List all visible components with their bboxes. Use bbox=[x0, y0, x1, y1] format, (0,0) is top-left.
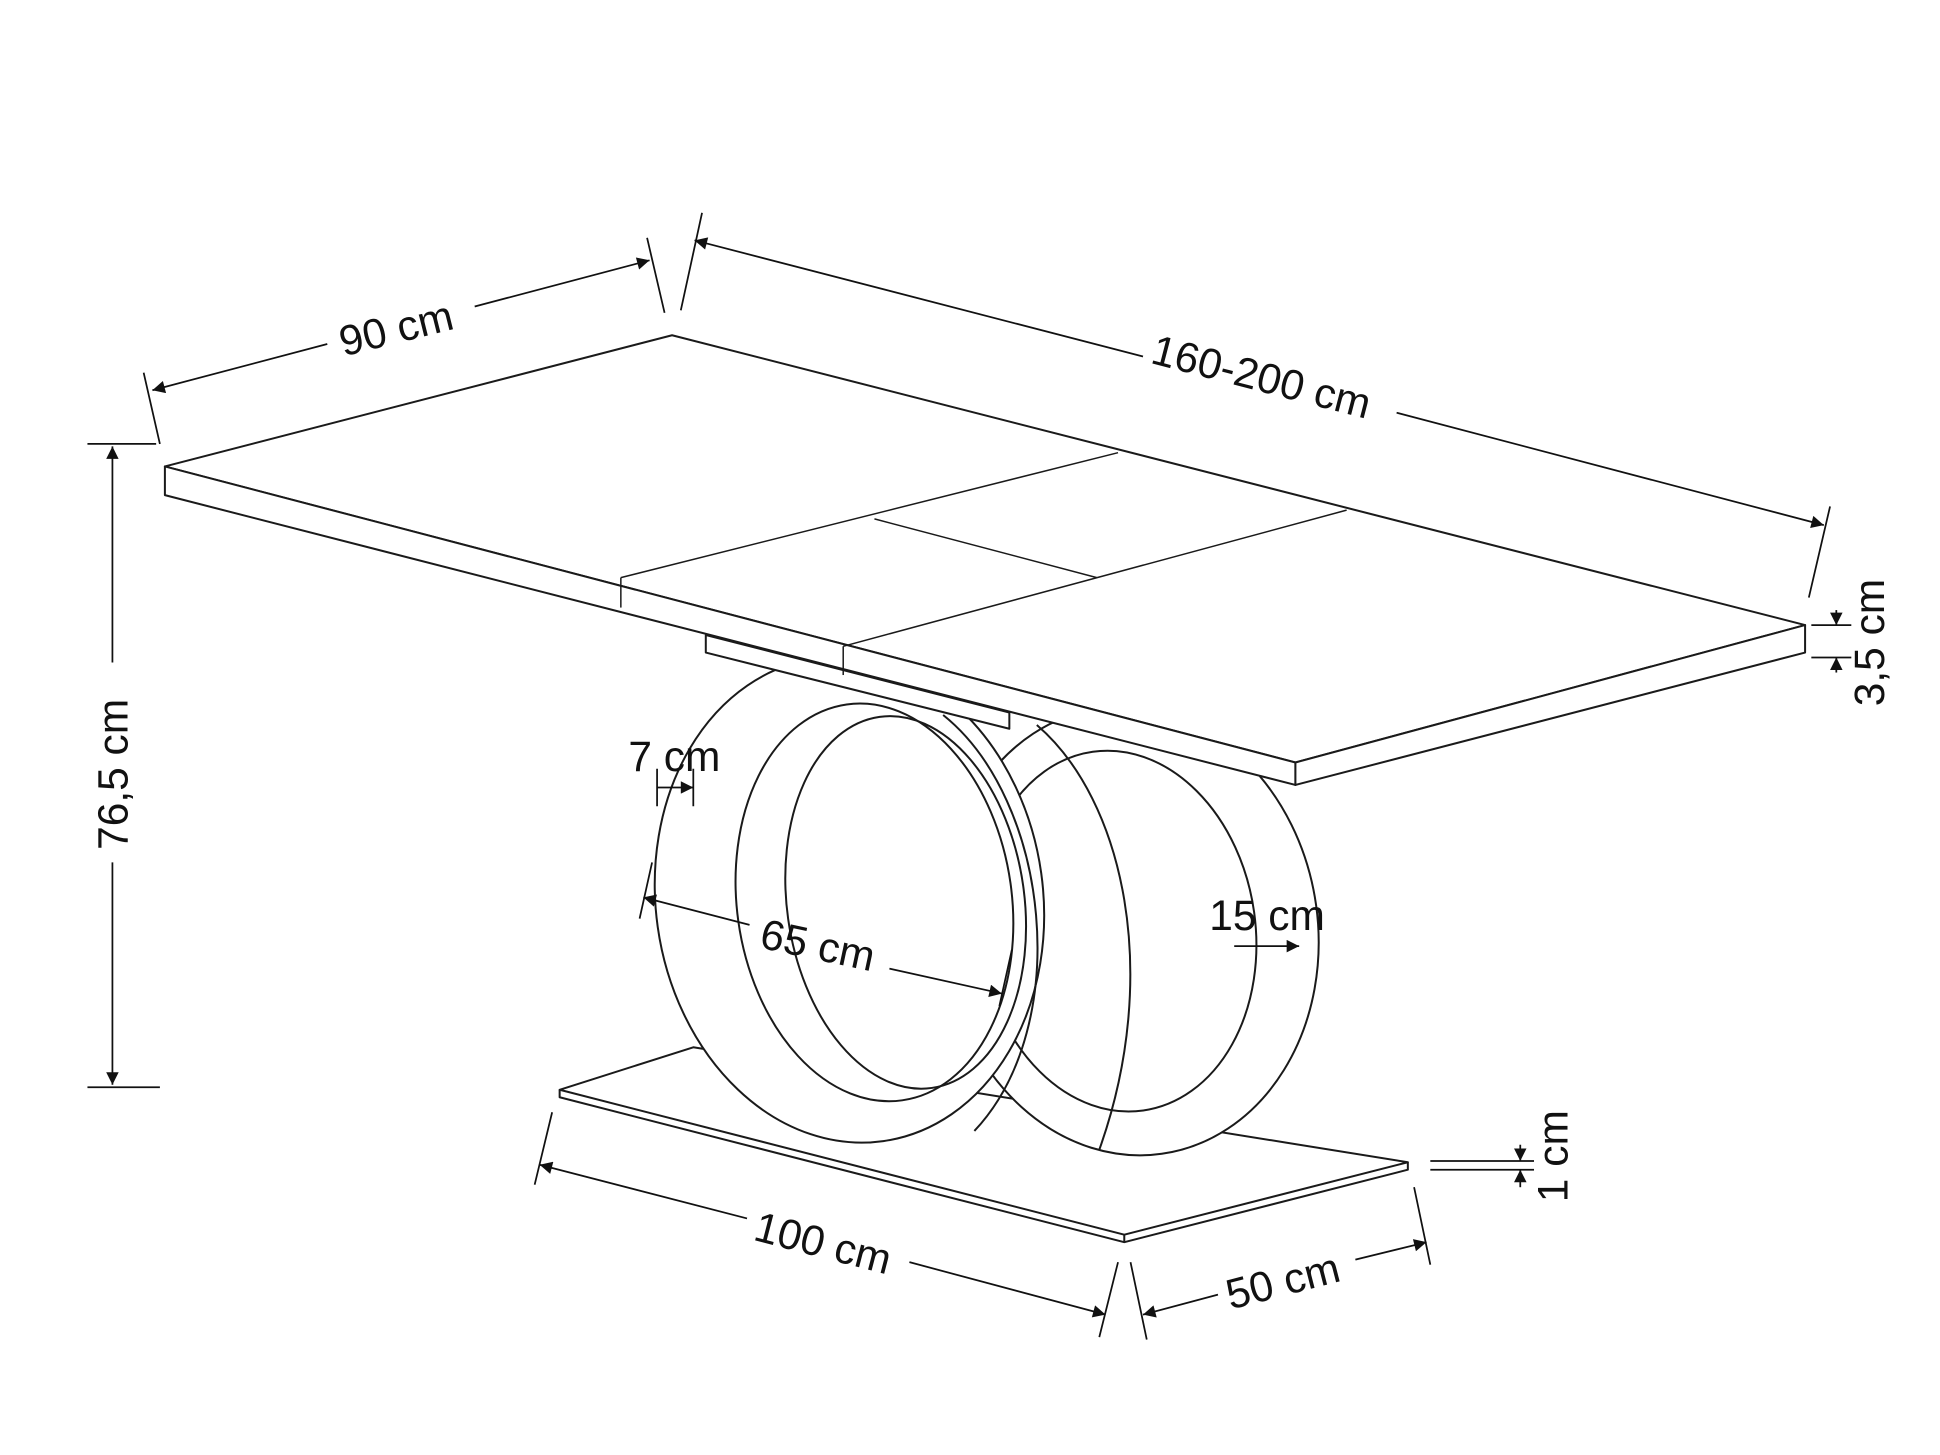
label-base-length: 100 cm bbox=[750, 1203, 897, 1283]
dimension-ring-width: 15 cm bbox=[1209, 892, 1325, 946]
label-length: 160-200 cm bbox=[1147, 326, 1376, 428]
label-height: 76,5 cm bbox=[89, 699, 136, 850]
table-top bbox=[163, 334, 1807, 786]
dimension-top-thickness: 3,5 cm bbox=[1811, 579, 1893, 706]
label-depth: 90 cm bbox=[334, 292, 458, 366]
dimension-base-thickness: 1 cm bbox=[1430, 1110, 1577, 1202]
label-base-width: 50 cm bbox=[1221, 1244, 1345, 1318]
dimension-height: 76,5 cm bbox=[87, 443, 160, 1089]
label-top-thickness: 3,5 cm bbox=[1846, 579, 1893, 706]
label-base-thickness: 1 cm bbox=[1530, 1110, 1577, 1202]
dimension-ring-thickness: 7 cm bbox=[628, 733, 720, 807]
label-ring-thickness: 7 cm bbox=[628, 733, 720, 780]
label-ring-width: 15 cm bbox=[1209, 892, 1325, 939]
